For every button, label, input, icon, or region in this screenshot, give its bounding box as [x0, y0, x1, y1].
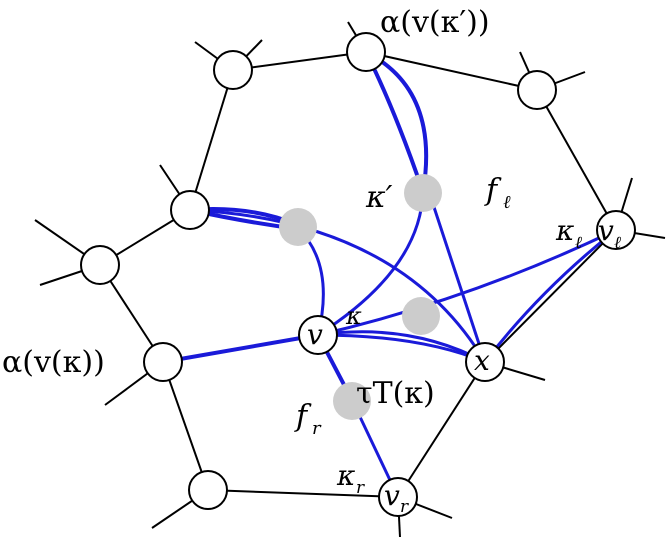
edge-vl-to-x — [484, 229, 617, 363]
gray-node-right — [402, 297, 440, 335]
edge-top-right-to-vl — [536, 89, 617, 231]
node-top-left — [213, 50, 253, 90]
node-left — [80, 245, 120, 285]
node-bottom-left — [188, 470, 228, 510]
label-v-r-sub: r — [400, 497, 409, 517]
edge-v-to-vl — [317, 228, 617, 337]
gray-node-tau — [333, 382, 371, 420]
label-kappa-l: κ — [555, 214, 574, 247]
edge-top-left-to-left-upper — [189, 69, 234, 211]
gray-nodes — [279, 174, 442, 420]
edge-alpha-k-to-bottom-left — [162, 361, 209, 491]
gray-node-upper-left — [279, 208, 317, 246]
node-v — [298, 315, 338, 355]
label-kappa-l-sub: ℓ — [575, 233, 582, 253]
label-kappa-r: κ — [336, 459, 355, 492]
edge-top-left-to-top — [232, 51, 367, 71]
node-v-r — [378, 477, 418, 517]
label-f-r-sub: r — [312, 418, 322, 439]
node-top-right — [517, 70, 557, 110]
labels: α(v(κ′)) α(v(κ)) κ′ f ℓ κ ℓ v ℓ v κ x τT… — [2, 5, 621, 517]
node-alpha-v-kappa — [143, 342, 183, 382]
label-v-r: v — [384, 479, 400, 512]
label-alpha-v-kappa: α(v(κ)) — [2, 345, 105, 380]
label-f-r: f — [294, 399, 312, 434]
edge-bottom-left-to-vr — [207, 489, 399, 498]
label-alpha-v-kappa-prime: α(v(κ′)) — [380, 5, 490, 40]
edge-v-to-x-b — [317, 330, 486, 364]
edge-kappa-prime-to-x — [428, 194, 487, 363]
blue-edges — [162, 50, 617, 498]
edge-left-upper-to-x — [189, 208, 487, 363]
edge-v-to-x-a — [317, 333, 486, 364]
label-kappa-fragment: κ — [345, 302, 362, 330]
edge-x-to-vl — [483, 228, 617, 363]
node-x — [465, 342, 505, 382]
label-kappa-r-sub: r — [356, 478, 365, 498]
gray-node-kappa-prime — [404, 174, 442, 212]
label-kappa-prime: κ′ — [365, 180, 393, 215]
label-v: v — [307, 318, 323, 351]
label-x: x — [474, 344, 490, 377]
node-alpha-v-kappa-prime — [346, 32, 386, 72]
label-f-l-sub: ℓ — [503, 192, 511, 213]
white-nodes — [80, 32, 636, 517]
node-v-l — [596, 210, 636, 250]
node-left-upper — [170, 190, 210, 230]
label-tau-t-kappa: τT(κ) — [356, 376, 435, 411]
label-v-l: v — [598, 214, 614, 247]
edge-x-to-vr — [397, 361, 486, 498]
edge-alpha-k-to-v — [162, 333, 319, 364]
edge-top-to-top-right — [365, 51, 538, 91]
label-v-l-sub: ℓ — [614, 233, 621, 253]
label-f-l: f — [484, 173, 502, 208]
